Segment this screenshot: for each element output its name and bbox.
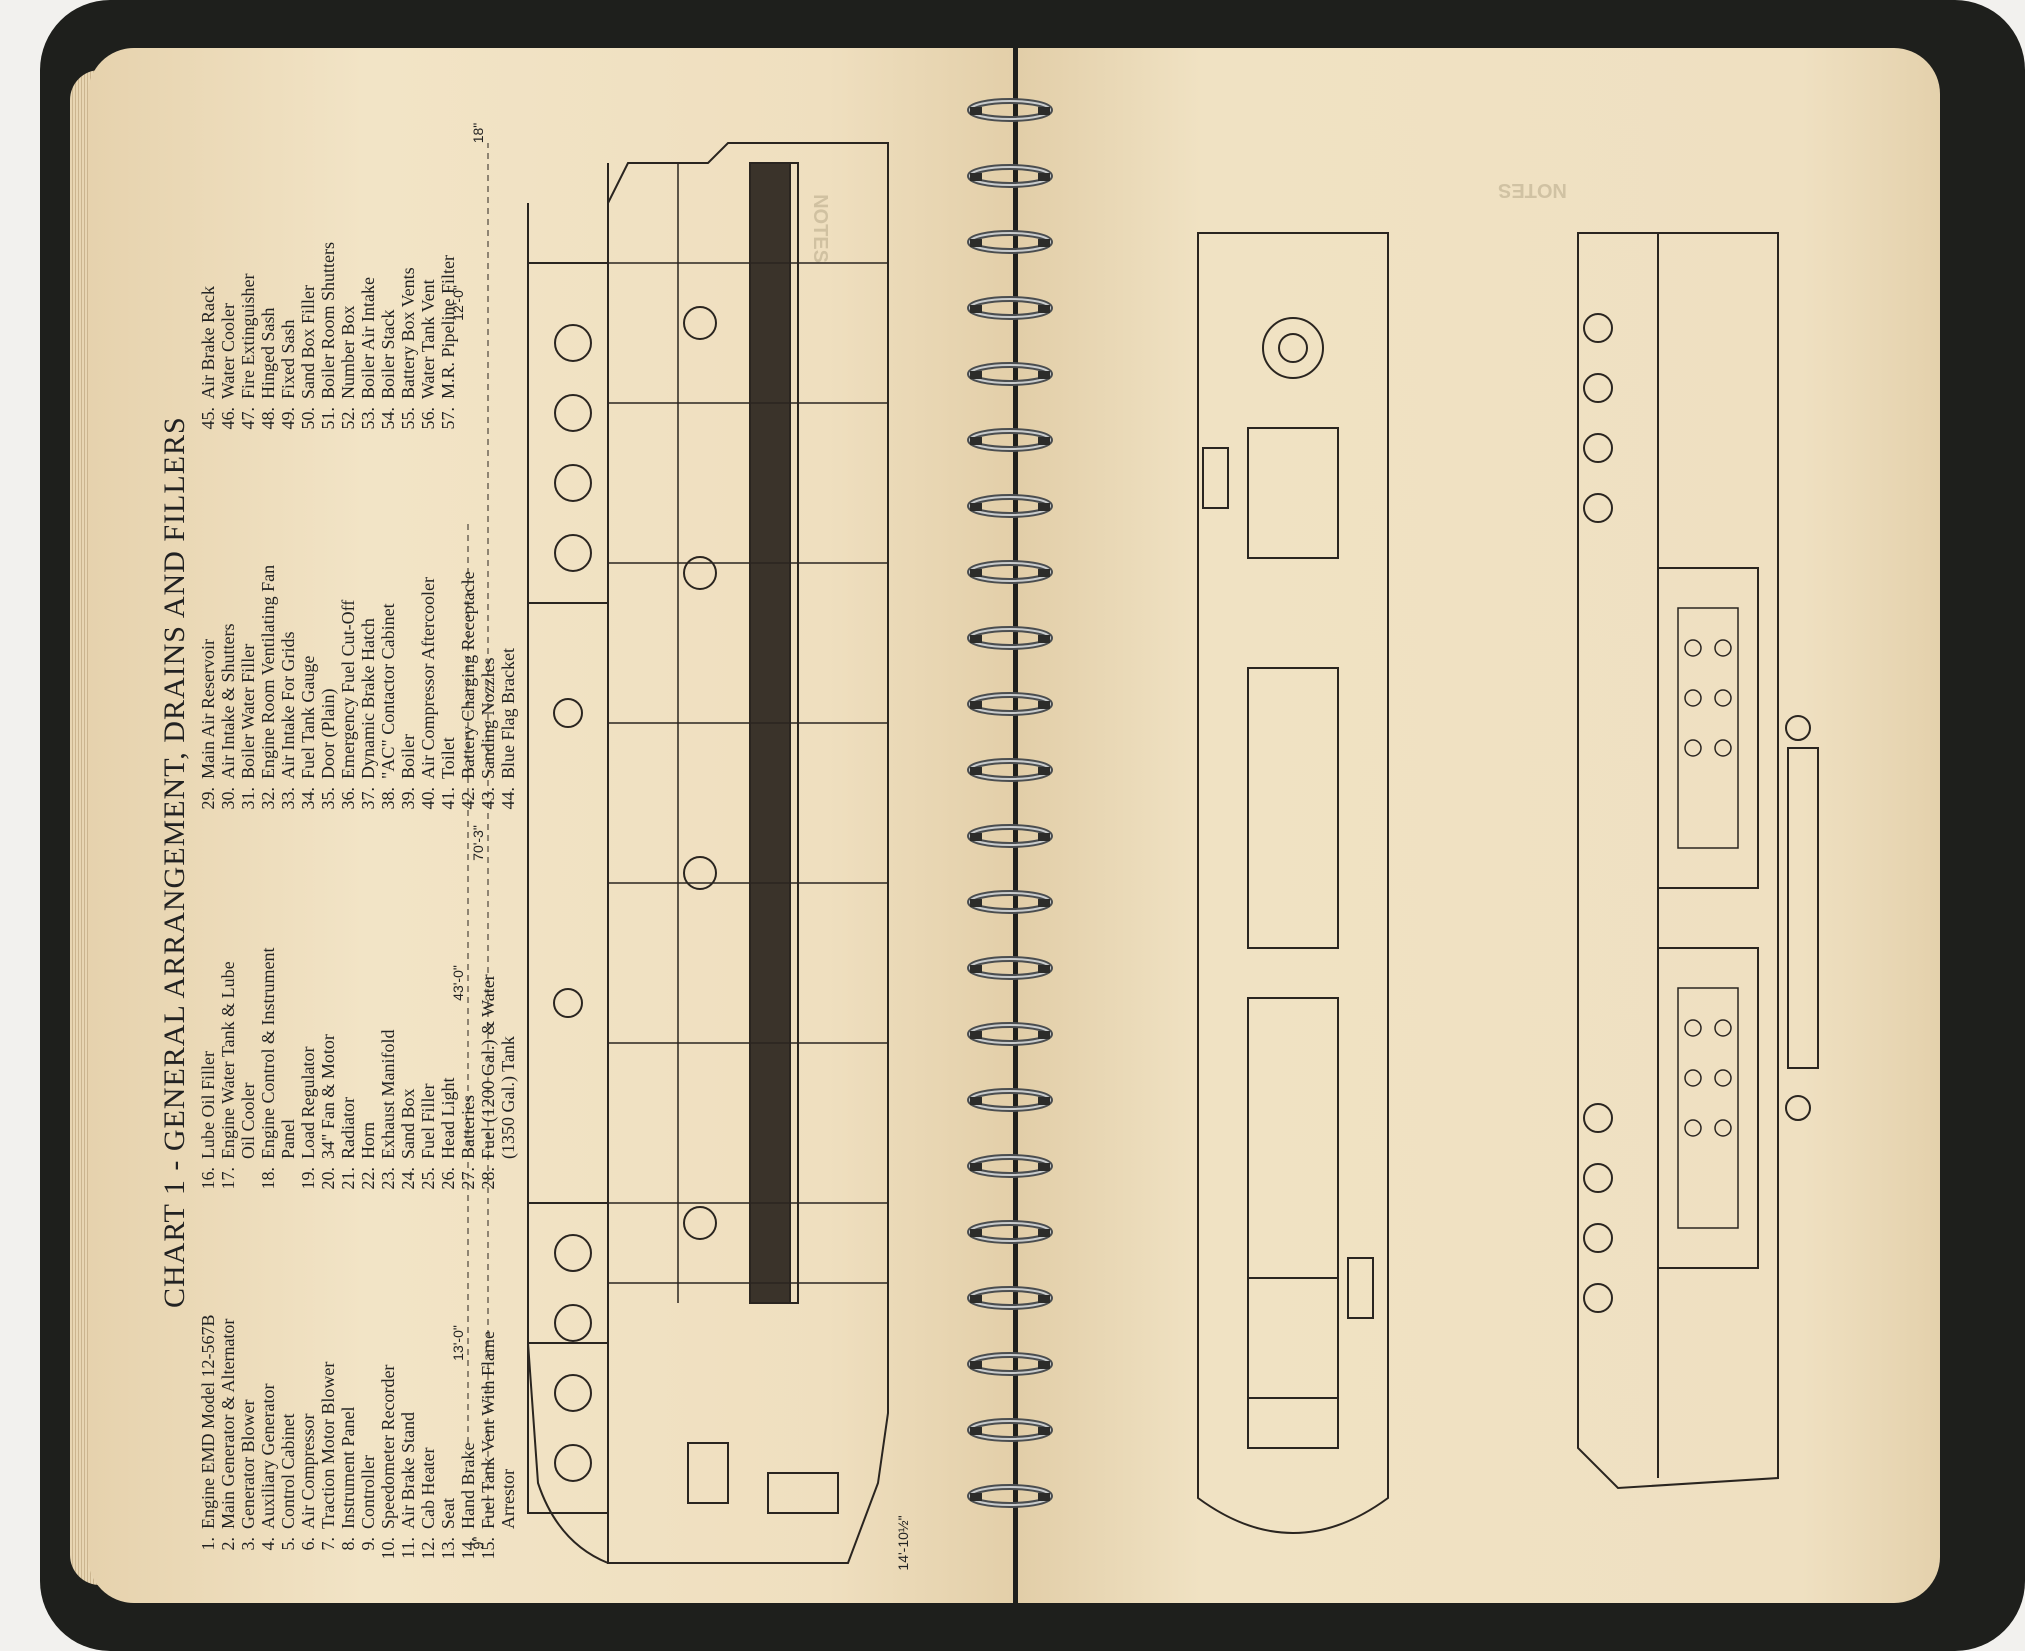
- spiral-coil: [967, 98, 1053, 122]
- spiral-coil: [967, 1154, 1053, 1178]
- spiral-coil: [967, 560, 1053, 584]
- spiral-coil: [967, 362, 1053, 386]
- dimension-cab-height: 14'-10½": [895, 1515, 911, 1570]
- spiral-coil: [967, 692, 1053, 716]
- right-page: NOTES: [1018, 48, 1940, 1603]
- spiral-coil: [967, 1022, 1053, 1046]
- spiral-coil: [967, 296, 1053, 320]
- dimension-truck-centers: 43'-0": [450, 965, 466, 1001]
- dimension-overall-length: 70'-3": [470, 825, 486, 861]
- spiral-coil: [967, 1088, 1053, 1112]
- plan-view-drawing: [1197, 232, 1819, 1534]
- spiral-coil: [967, 626, 1053, 650]
- spiral-coil: [967, 230, 1053, 254]
- spiral-coil: [967, 824, 1053, 848]
- spiral-coil: [967, 494, 1053, 518]
- dimension-bottom-step: 9": [470, 1537, 486, 1550]
- spiral-coil: [967, 1418, 1053, 1442]
- spiral-coil: [967, 956, 1053, 980]
- side-elevation-drawing: 70'-3" 43'-0" 13'-0" 12'-0" 18" 9" 14'-1…: [450, 123, 911, 1571]
- spiral-coil: [967, 890, 1053, 914]
- spiral-coil: [967, 428, 1053, 452]
- spiral-coil: [967, 164, 1053, 188]
- spiral-coil: [967, 1286, 1053, 1310]
- dimension-rear-section: 12'-0": [450, 285, 466, 321]
- spiral-coil: [967, 1220, 1053, 1244]
- left-page: CHART 1 - GENERAL ARRANGEMENT, DRAINS AN…: [88, 48, 1013, 1603]
- dimension-top-step: 18": [470, 123, 486, 144]
- left-page-rotated-content: CHART 1 - GENERAL ARRANGEMENT, DRAINS AN…: [88, 48, 1013, 1603]
- spiral-coil: [967, 1352, 1053, 1376]
- spiral-coil: [967, 758, 1053, 782]
- spiral-coil: [967, 1484, 1053, 1508]
- dimension-front-overhang: 13'-0": [450, 1325, 466, 1361]
- spiral-binding: [960, 95, 1060, 1565]
